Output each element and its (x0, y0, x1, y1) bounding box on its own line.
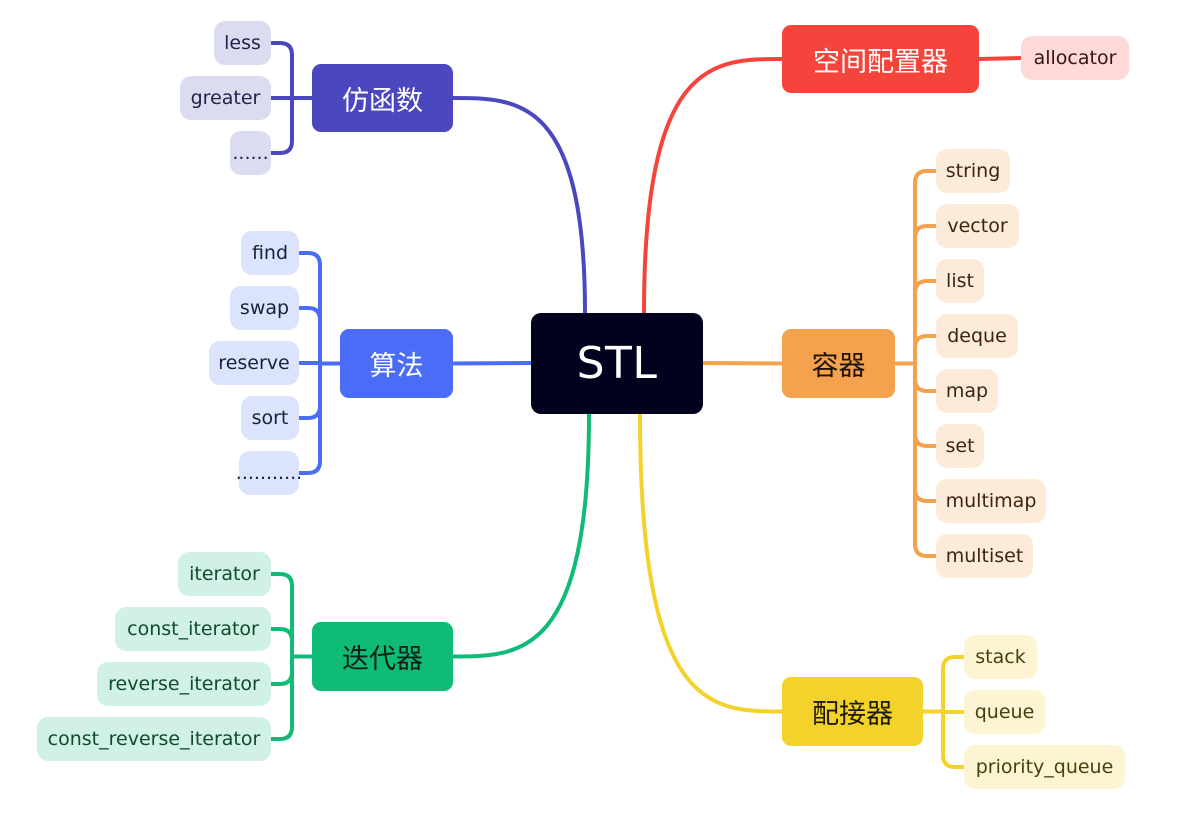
connector-leaf-adapter-0 (941, 655, 966, 714)
leaf-node-const-reverse-iterator[interactable]: const_reverse_iterator (37, 717, 271, 761)
branch-node-adapter[interactable]: 配接器 (782, 677, 923, 746)
branch-node-allocator[interactable]: 空间配置器 (782, 25, 979, 93)
connector-leaf-iterator-2 (269, 654, 294, 686)
leaf-node-sort[interactable]: sort (241, 396, 299, 440)
leaf-node-priority-queue[interactable]: priority_queue (964, 745, 1125, 789)
leaf-node-ellipsis[interactable]: ........... (236, 451, 302, 495)
leaf-node-multimap[interactable]: multimap (936, 479, 1046, 523)
leaf-node-stack[interactable]: stack (964, 635, 1037, 679)
connector-leaf-container-3 (913, 334, 938, 366)
leaf-node-deque[interactable]: deque (936, 314, 1018, 358)
leaf-node-map[interactable]: map (936, 369, 998, 413)
leaf-node-reserve[interactable]: reserve (209, 341, 299, 385)
connector-leaf-adapter-2 (941, 709, 966, 769)
connector-root-algorithm (451, 361, 533, 366)
connector-leaf-container-2 (913, 279, 938, 366)
leaf-node-string[interactable]: string (936, 149, 1010, 193)
connector-root-iterator (451, 412, 591, 659)
connector-leaf-algorithm-1 (297, 306, 322, 366)
connector-leaf-iterator-0 (269, 572, 294, 659)
connector-leaf-algorithm-0 (297, 251, 322, 366)
leaf-node-ellipsis[interactable]: ...... (230, 131, 271, 175)
connector-leaf-algorithm-4 (297, 361, 322, 475)
root-node-stl[interactable]: STL (531, 313, 703, 414)
connector-leaf-container-0 (913, 169, 938, 366)
branch-node-algorithm[interactable]: 算法 (340, 329, 453, 398)
connector-leaf-functor-2 (269, 96, 294, 155)
leaf-node-swap[interactable]: swap (230, 286, 299, 330)
connector-leaf-algorithm-3 (297, 361, 322, 420)
connector-root-allocator (642, 57, 784, 315)
branch-node-functor[interactable]: 仿函数 (312, 64, 453, 132)
leaf-node-iterator[interactable]: iterator (178, 552, 271, 596)
connector-root-container (701, 361, 784, 366)
branch-node-container[interactable]: 容器 (782, 329, 895, 398)
leaf-node-const-iterator[interactable]: const_iterator (115, 607, 271, 651)
connector-leaf-container-7 (913, 361, 938, 558)
connector-root-functor (451, 96, 587, 315)
leaf-node-multiset[interactable]: multiset (936, 534, 1033, 578)
connector-leaf-container-4 (913, 361, 938, 393)
connector-leaf-container-6 (913, 361, 938, 503)
connector-root-adapter (638, 412, 784, 714)
connector-leaf-container-5 (913, 361, 938, 448)
leaf-node-reverse-iterator[interactable]: reverse_iterator (97, 662, 271, 706)
branch-node-iterator[interactable]: 迭代器 (312, 622, 453, 691)
connector-leaf-allocator (977, 56, 1023, 61)
leaf-node-find[interactable]: find (241, 231, 299, 275)
connector-leaf-iterator-1 (269, 627, 294, 659)
connector-leaf-container-1 (913, 224, 938, 366)
leaf-node-list[interactable]: list (936, 259, 984, 303)
connector-leaf-functor-0 (269, 41, 294, 100)
connector-leaf-iterator-3 (269, 654, 294, 741)
leaf-node-set[interactable]: set (936, 424, 984, 468)
leaf-node-less[interactable]: less (214, 21, 271, 65)
leaf-node-vector[interactable]: vector (936, 204, 1019, 248)
leaf-node-allocator[interactable]: allocator (1021, 36, 1129, 80)
leaf-node-greater[interactable]: greater (180, 76, 271, 120)
leaf-node-queue[interactable]: queue (964, 690, 1045, 734)
